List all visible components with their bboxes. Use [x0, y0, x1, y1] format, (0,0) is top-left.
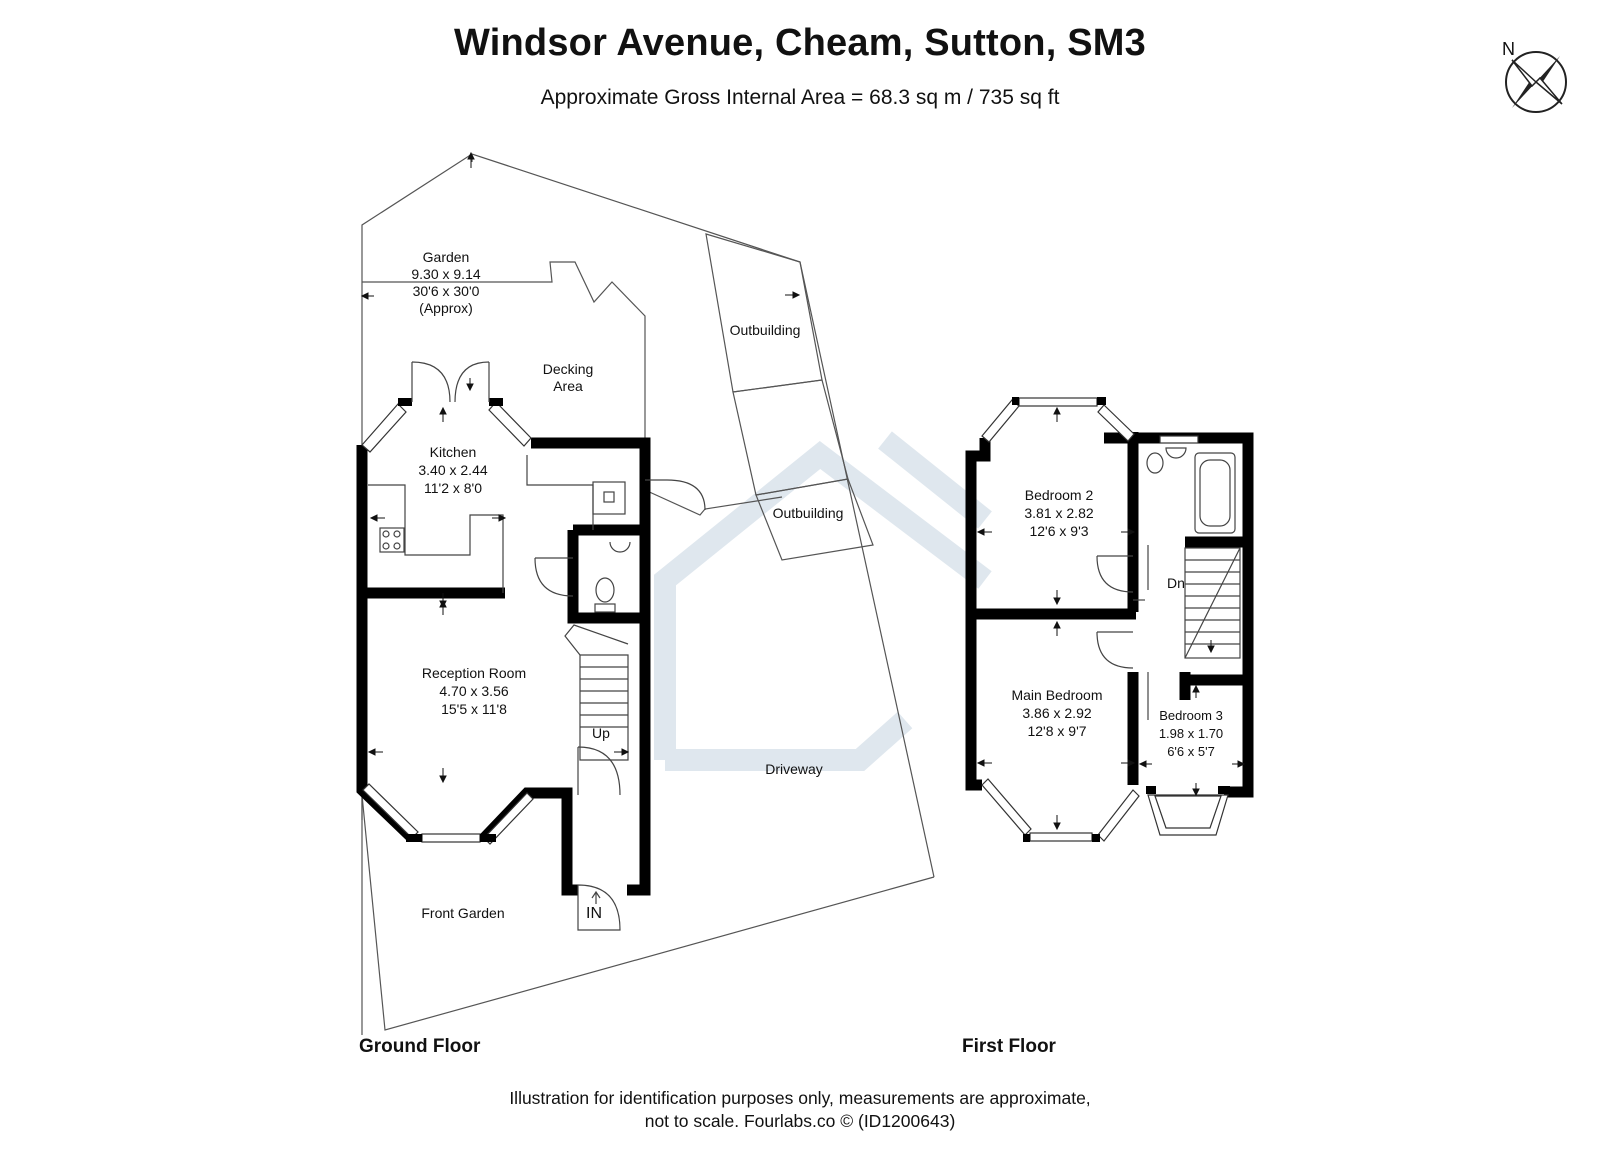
garden-label: Garden 9.30 x 9.14 30'6 x 30'0 (Approx) [411, 249, 480, 316]
plan-title: Windsor Avenue, Cheam, Sutton, SM3 [454, 22, 1146, 64]
main-bedroom-imperial: 12'8 x 9'7 [1027, 723, 1086, 739]
front-garden-label: Front Garden [421, 905, 504, 921]
disclaimer-line-1: Illustration for identification purposes… [509, 1088, 1091, 1108]
ground-floor-label: Ground Floor [359, 1036, 481, 1057]
outbuilding-2-label: Outbuilding [773, 505, 844, 521]
ground-dimension-arrows [360, 151, 801, 784]
gross-area-subtitle: Approximate Gross Internal Area = 68.3 s… [540, 86, 1060, 109]
entrance-label: IN [586, 905, 602, 922]
outbuilding-1-label: Outbuilding [730, 322, 801, 338]
garden-imperial: 30'6 x 30'0 [413, 283, 480, 299]
bedroom2-metric: 3.81 x 2.82 [1024, 505, 1093, 521]
main-bedroom-metric: 3.86 x 2.92 [1022, 705, 1091, 721]
compass-icon [1505, 51, 1567, 113]
watermark-logo [654, 431, 992, 771]
bedroom3-metric: 1.98 x 1.70 [1159, 726, 1223, 741]
bedroom2-name: Bedroom 2 [1025, 487, 1094, 503]
garden-note: (Approx) [419, 300, 473, 316]
decking-label-2: Area [553, 378, 583, 394]
main-bedroom-name: Main Bedroom [1011, 687, 1102, 703]
ground-wall-corners [398, 398, 503, 842]
first-floor-walls [965, 432, 1254, 798]
kitchen-fittings [368, 361, 706, 931]
kitchen-metric: 3.40 x 2.44 [418, 462, 487, 478]
first-floor-fittings [1096, 447, 1241, 720]
first-wall-corners [1012, 397, 1230, 842]
first-dimension-arrows [976, 406, 1246, 831]
stairs-up-label: Up [592, 725, 610, 741]
disclaimer-footer: Illustration for identification purposes… [0, 1087, 1600, 1133]
compass-north-letter: N [1502, 39, 1515, 59]
driveway-label: Driveway [765, 761, 823, 777]
reception-name: Reception Room [422, 665, 526, 681]
kitchen-imperial: 11'2 x 8'0 [424, 480, 482, 496]
bedroom2-imperial: 12'6 x 9'3 [1029, 523, 1088, 539]
reception-metric: 4.70 x 3.56 [439, 683, 508, 699]
bedroom3-name: Bedroom 3 [1159, 708, 1223, 723]
decking-label-1: Decking [543, 361, 594, 377]
first-floor-label: First Floor [962, 1036, 1056, 1057]
first-windows [981, 397, 1229, 842]
ground-windows [361, 401, 534, 845]
kitchen-name: Kitchen [430, 444, 477, 460]
stairs-down-label: Dn [1167, 575, 1185, 591]
garden-name: Garden [423, 249, 470, 265]
reception-imperial: 15'5 x 11'8 [441, 701, 507, 717]
disclaimer-line-2: not to scale. Fourlabs.co © (ID1200643) [644, 1111, 956, 1131]
garden-metric: 9.30 x 9.14 [411, 266, 480, 282]
bedroom3-imperial: 6'6 x 5'7 [1167, 744, 1215, 759]
